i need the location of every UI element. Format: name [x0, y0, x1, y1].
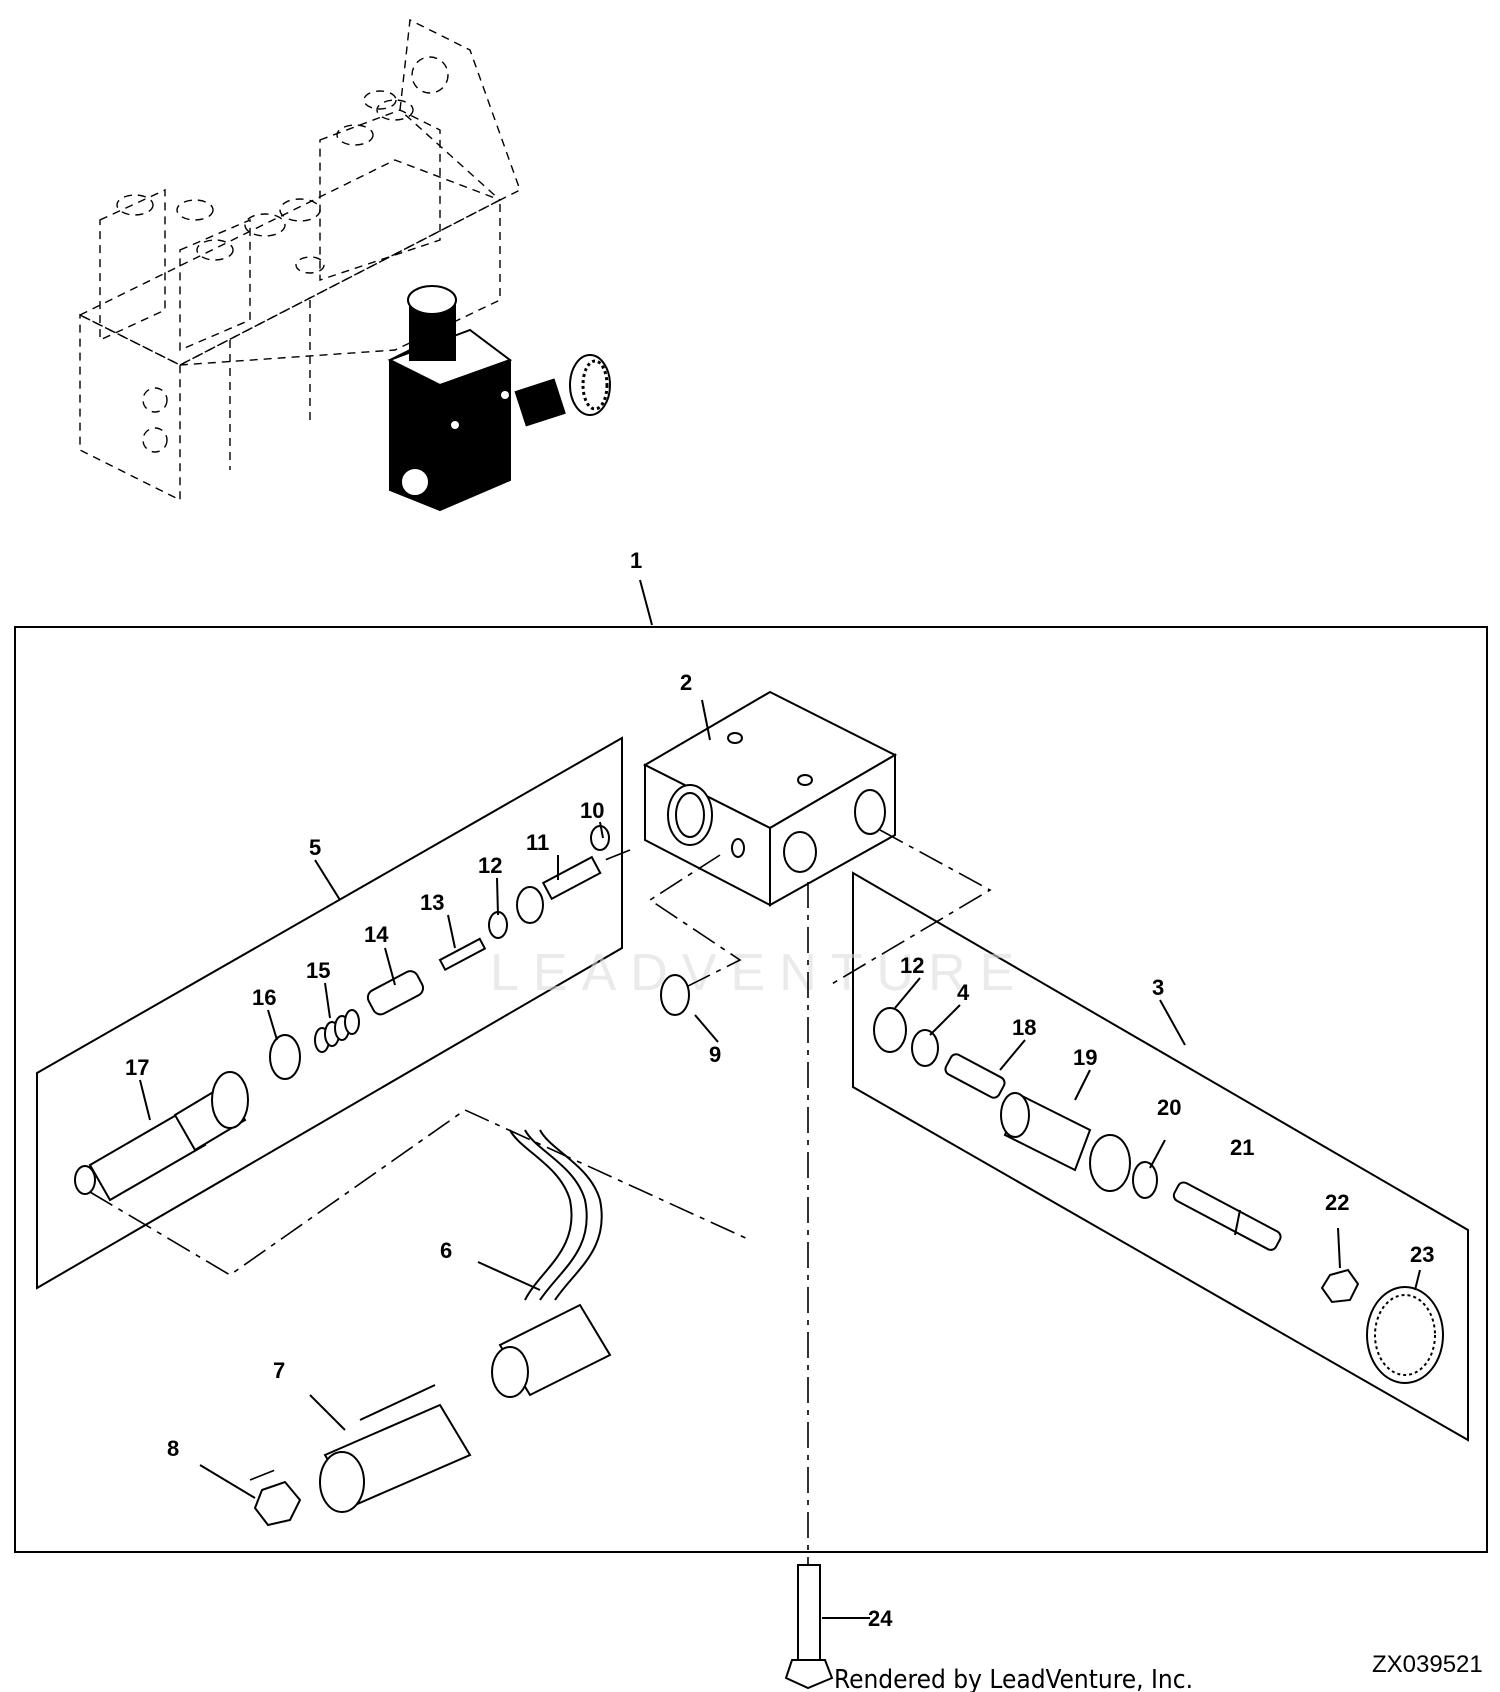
callout-12-right: 12 — [900, 953, 924, 978]
part-19-housing — [1000, 1092, 1131, 1192]
part-15-spring — [314, 1009, 360, 1053]
part-8-nut — [253, 1480, 302, 1527]
part-7-sleeve — [319, 1384, 472, 1513]
callout-17: 17 — [125, 1055, 149, 1080]
callout-23: 23 — [1410, 1242, 1434, 1267]
callout-18: 18 — [1012, 1015, 1036, 1040]
callout-12-left: 12 — [478, 853, 502, 878]
callout-2: 2 — [680, 670, 692, 695]
callout-7: 7 — [273, 1358, 285, 1383]
callout-15: 15 — [306, 958, 330, 983]
callout-24: 24 — [868, 1606, 893, 1631]
sub-kit-5-frame — [36, 736, 623, 1290]
callout-9: 9 — [709, 1042, 721, 1067]
callout-10: 10 — [580, 798, 604, 823]
part-20-oring — [1132, 1161, 1158, 1199]
callout-4: 4 — [957, 980, 970, 1005]
callout-13: 13 — [420, 890, 444, 915]
drawing-id: ZX039521 — [1372, 1651, 1483, 1678]
valve-stack-overview — [78, 18, 611, 512]
part-12-oring-right — [873, 1007, 907, 1053]
valve-body — [642, 690, 898, 907]
sub-kit-3-frame — [852, 871, 1469, 1442]
callout-6: 6 — [440, 1238, 452, 1263]
render-credit: Rendered by LeadVenture, Inc. — [834, 1665, 1193, 1692]
part-22-jam-nut — [1320, 1268, 1360, 1304]
part-10-oring — [590, 825, 610, 851]
watermark-text: LEADVENTURE — [490, 944, 1028, 1002]
part-18-check-valve — [944, 1053, 1006, 1099]
part-4-backup-ring — [911, 1029, 939, 1067]
callout-11: 11 — [526, 830, 549, 855]
part-9-plug — [660, 974, 690, 1016]
leader-lines — [139, 699, 1421, 1619]
assembly-frame — [14, 626, 1488, 1553]
part-23-knob — [1366, 1286, 1444, 1384]
part-6-coil — [491, 1129, 612, 1398]
callout-20: 20 — [1157, 1095, 1181, 1120]
part-12-oring-left — [488, 911, 508, 939]
part-21-adjusting-screw — [1172, 1181, 1282, 1251]
callout-16: 16 — [252, 985, 276, 1010]
callout-3: 3 — [1152, 975, 1164, 1000]
callout-labels: 1 2 5 10 11 12 13 14 15 16 17 9 3 12 4 1… — [125, 548, 1434, 1631]
callout-5: 5 — [309, 835, 321, 860]
callout-22: 22 — [1325, 1190, 1349, 1215]
part-24-cap-screw — [784, 1564, 834, 1690]
callout-21: 21 — [1230, 1135, 1254, 1160]
part-13-poppet — [438, 937, 487, 972]
part-16-oring — [269, 1034, 301, 1080]
part-14-spool — [366, 970, 425, 1016]
part-17-cartridge — [74, 1071, 249, 1202]
callout-8: 8 — [167, 1436, 179, 1461]
callout-14: 14 — [364, 922, 389, 947]
callout-19: 19 — [1073, 1045, 1097, 1070]
callout-1: 1 — [630, 548, 642, 573]
part-11-seat — [516, 855, 602, 924]
